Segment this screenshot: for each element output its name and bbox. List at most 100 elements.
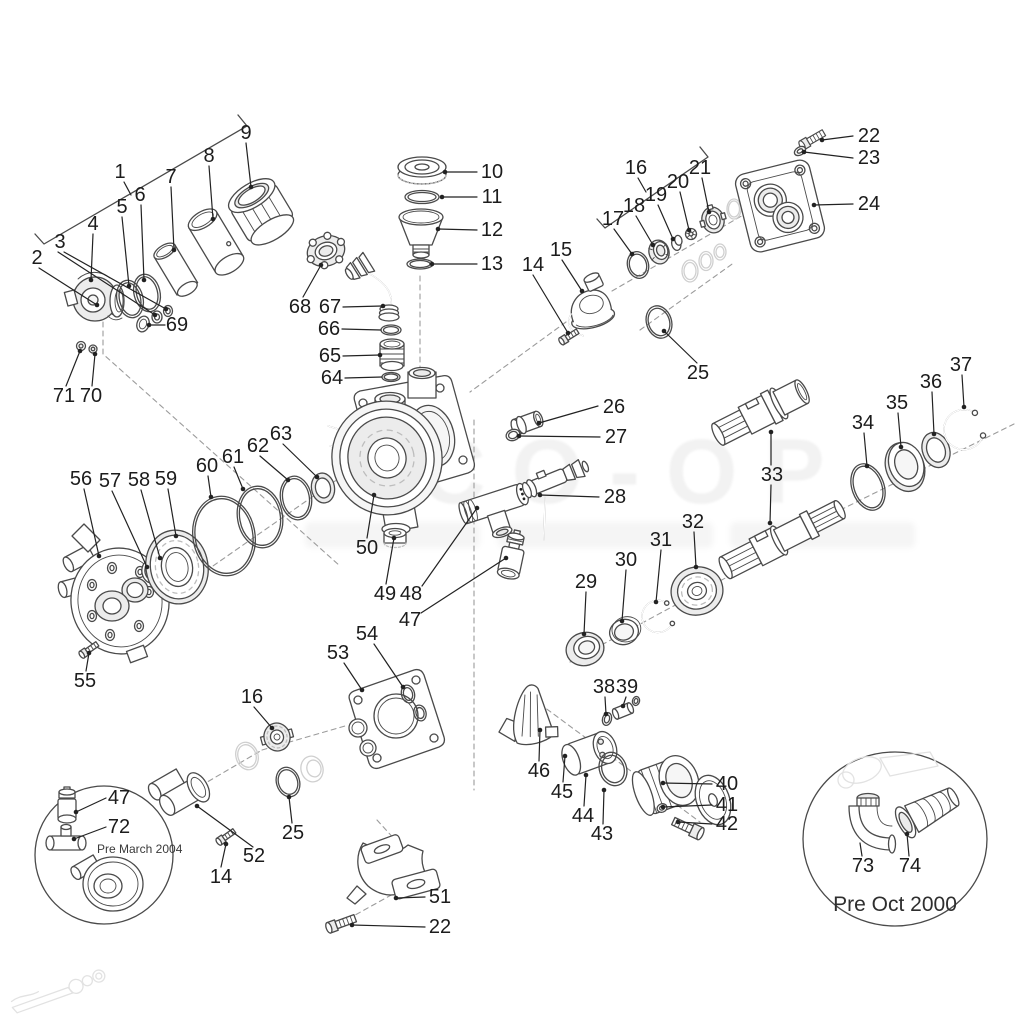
part-33-shaft-lower bbox=[718, 499, 846, 580]
inset-caption-pre-march-2004: Pre March 2004 bbox=[97, 842, 183, 856]
callout-56: 56 bbox=[69, 468, 93, 490]
part-27-washer bbox=[505, 428, 521, 442]
callout-13: 13 bbox=[480, 253, 504, 275]
part-17-o-ring bbox=[626, 251, 650, 279]
part-74-hose-barb bbox=[894, 787, 960, 839]
callout-59: 59 bbox=[154, 468, 178, 490]
part-34-o-ring bbox=[850, 463, 886, 511]
callout-15: 15 bbox=[549, 239, 573, 261]
part-63-ring bbox=[310, 472, 336, 504]
callout-60: 60 bbox=[195, 455, 219, 477]
callout-44: 44 bbox=[571, 805, 595, 827]
part-47-valve bbox=[496, 529, 525, 580]
callout-27: 27 bbox=[604, 426, 628, 448]
part-61-o-ring bbox=[236, 485, 284, 549]
part-39-pin bbox=[611, 695, 641, 720]
part-73-elbow bbox=[848, 792, 897, 854]
part-24-manifold bbox=[734, 159, 826, 253]
callout-43: 43 bbox=[590, 823, 614, 845]
callout-53: 53 bbox=[326, 642, 350, 664]
part-42-bolt bbox=[670, 816, 705, 841]
callout-16: 16 bbox=[240, 686, 264, 708]
inset-caption-pre-oct-2000: Pre Oct 2000 bbox=[833, 893, 957, 916]
callout-63: 63 bbox=[269, 423, 293, 445]
part-28-drain-valve bbox=[521, 459, 590, 541]
inset-pre-oct-2000 bbox=[802, 751, 988, 927]
part-59-bearing bbox=[145, 529, 209, 605]
callout-22: 22 bbox=[428, 916, 452, 938]
callout-7: 7 bbox=[165, 166, 177, 188]
callout-36: 36 bbox=[919, 371, 943, 393]
ghost-parts-inset bbox=[837, 751, 939, 789]
part-70-71-nuts bbox=[75, 340, 98, 354]
part-29-bushing bbox=[565, 631, 605, 667]
part-6-o-ring bbox=[132, 273, 162, 313]
callout-20: 20 bbox=[666, 171, 690, 193]
callout-62: 62 bbox=[246, 435, 270, 457]
callout-61: 61 bbox=[221, 446, 245, 468]
part-52-end-cap bbox=[147, 768, 211, 816]
callout-45: 45 bbox=[550, 781, 574, 803]
callout-54: 54 bbox=[355, 623, 379, 645]
part-25-o-ring-upper bbox=[645, 305, 673, 339]
part-18-valve-disc bbox=[648, 239, 670, 265]
part-50-pump-body bbox=[327, 366, 476, 536]
callout-46: 46 bbox=[527, 760, 551, 782]
callout-68: 68 bbox=[288, 296, 312, 318]
callout-41: 41 bbox=[715, 794, 739, 816]
part-53-cover-plate bbox=[348, 668, 446, 770]
callout-5: 5 bbox=[116, 196, 128, 218]
callout-42: 42 bbox=[715, 813, 739, 835]
callout-4: 4 bbox=[87, 213, 99, 235]
callout-34: 34 bbox=[851, 412, 875, 434]
callout-37: 37 bbox=[949, 354, 973, 376]
part-15-damper bbox=[568, 272, 616, 337]
callout-1: 1 bbox=[114, 161, 126, 183]
callout-19: 19 bbox=[644, 184, 668, 206]
callout-66: 66 bbox=[317, 318, 341, 340]
part-47-valve-inset bbox=[57, 786, 77, 824]
part-7-sleeve bbox=[153, 242, 199, 297]
callout-26: 26 bbox=[602, 396, 626, 418]
part-44-o-ring bbox=[598, 751, 628, 787]
callout-71: 71 bbox=[52, 385, 76, 407]
part-32-ball-bearing bbox=[670, 566, 724, 616]
part-35-seal-cup bbox=[884, 441, 926, 493]
ghost-o-ring bbox=[235, 741, 259, 771]
callout-11: 11 bbox=[481, 186, 503, 208]
callout-24: 24 bbox=[857, 193, 881, 215]
part-60-o-ring bbox=[192, 495, 256, 577]
callout-30: 30 bbox=[614, 549, 638, 571]
part-68-nut bbox=[306, 231, 346, 270]
part-66-o-ring bbox=[380, 324, 402, 336]
part-64-o-ring bbox=[381, 371, 401, 383]
part-8-cylinder bbox=[187, 208, 245, 276]
ghost-cup bbox=[300, 755, 324, 783]
part-11-o-ring bbox=[404, 189, 440, 205]
construction-lines bbox=[94, 206, 1015, 920]
callout-57: 57 bbox=[98, 470, 122, 492]
leader-lines bbox=[38, 135, 967, 928]
callout-8: 8 bbox=[203, 145, 215, 167]
callout-25: 25 bbox=[686, 362, 710, 384]
part-40-diaphragm bbox=[694, 774, 732, 826]
callout-3: 3 bbox=[54, 231, 66, 253]
part-33-shaft-upper bbox=[711, 379, 810, 446]
callout-64: 64 bbox=[320, 367, 344, 389]
callout-47: 47 bbox=[107, 787, 131, 809]
callout-14: 14 bbox=[521, 254, 545, 276]
group-bracket-lines bbox=[34, 114, 709, 245]
callout-38: 38 bbox=[592, 676, 616, 698]
callout-55: 55 bbox=[73, 670, 97, 692]
callout-51: 51 bbox=[428, 886, 452, 908]
part-30-seal bbox=[608, 616, 642, 646]
part-16-bearing-lower bbox=[259, 722, 295, 752]
callout-18: 18 bbox=[622, 195, 646, 217]
part-65-fitting bbox=[379, 338, 405, 372]
pulley-inset bbox=[70, 854, 144, 912]
callout-50: 50 bbox=[355, 537, 379, 559]
part-67-elbow-hose bbox=[344, 251, 400, 322]
part-25-o-ring-lower bbox=[275, 766, 301, 798]
callout-52: 52 bbox=[242, 845, 266, 867]
